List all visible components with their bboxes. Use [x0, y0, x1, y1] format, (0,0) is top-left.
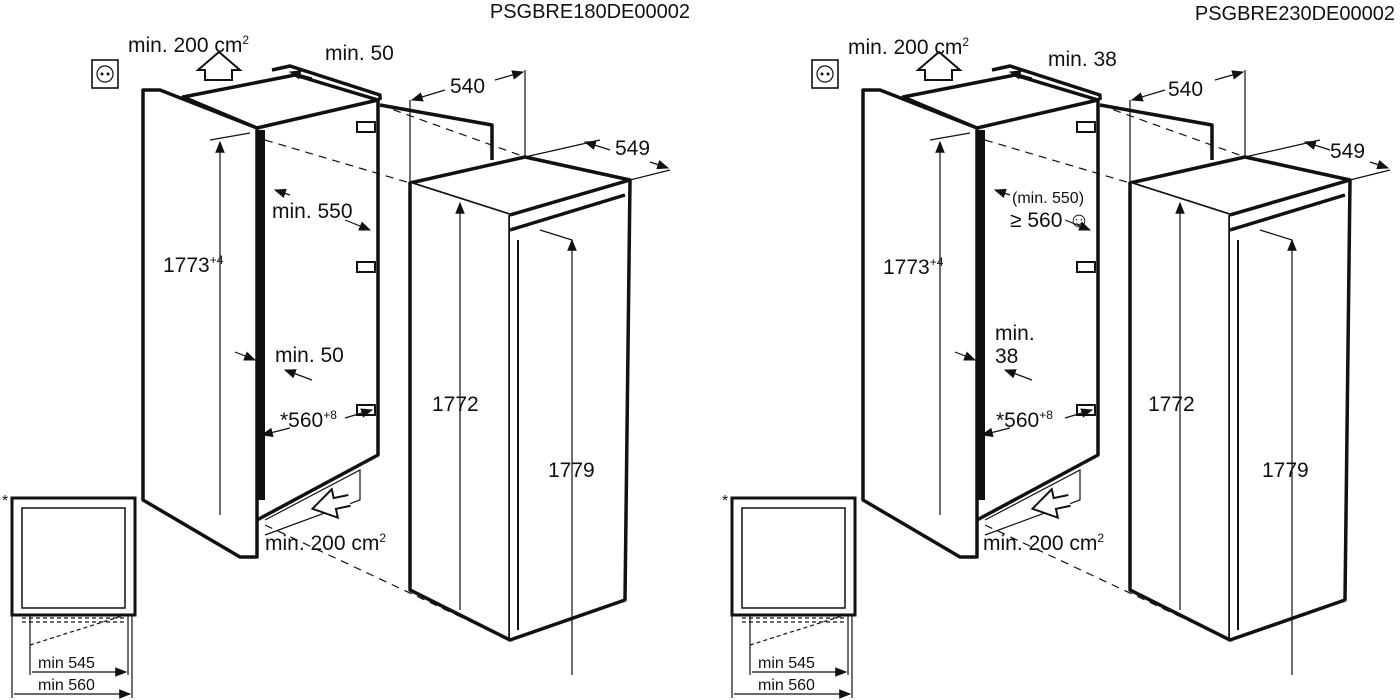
bottom-vent-label: min. 200 cm2 — [265, 531, 386, 555]
model-code: PSGBRE180DE00002 — [490, 1, 690, 23]
model-code: PSGBRE230DE00002 — [1195, 3, 1395, 25]
side-gap-label-line1: min. — [995, 322, 1035, 345]
top-vent-label: min. 200 cm2 — [128, 33, 249, 57]
appliance-height-label: 1772 — [432, 393, 479, 416]
bottom-vent-label: min. 200 cm2 — [983, 531, 1104, 555]
niche-height-label: 1773+4 — [163, 253, 224, 277]
cross-min-560-label: min 560 — [758, 677, 815, 694]
cross-min-545-label: min 545 — [758, 655, 815, 672]
niche-width-label: *560+8 — [996, 408, 1053, 432]
niche-width-label: *560+8 — [280, 408, 337, 432]
niche-depth-label: min. 550 — [272, 200, 353, 223]
cross-min-560-label: min 560 — [38, 677, 95, 694]
panel-psgbre230: PSGBRE230DE00002 min. 200 cm2 min. 38 54… — [722, 3, 1395, 698]
top-gap-label: min. 38 — [1048, 48, 1117, 71]
side-gap-label-line2: 38 — [995, 345, 1018, 368]
niche-depth-min-label: (min. 550) — [1012, 190, 1084, 207]
niche-height-label: 1773+4 — [883, 255, 944, 279]
cross-min-545-label: min 545 — [38, 655, 95, 672]
cross-section-asterisk: * — [2, 493, 8, 510]
side-gap-label: min. 50 — [275, 344, 344, 367]
depth-540-label: 540 — [1168, 78, 1203, 101]
depth-549-label: 549 — [615, 137, 650, 160]
fridge-niche-drawing — [12, 52, 670, 698]
cross-section-asterisk: * — [722, 493, 728, 510]
depth-540-label: 540 — [450, 75, 485, 98]
top-vent-label: min. 200 cm2 — [848, 35, 969, 59]
niche-depth-label: ≥ 560 ☺ — [1010, 209, 1090, 232]
fridge-niche-drawing — [732, 52, 1390, 698]
depth-549-label: 549 — [1330, 140, 1365, 163]
door-height-label: 1779 — [1262, 459, 1309, 482]
appliance-height-label: 1772 — [1148, 393, 1195, 416]
door-height-label: 1779 — [548, 459, 595, 482]
top-gap-label: min. 50 — [325, 42, 394, 65]
panel-psgbre180: PSGBRE180DE00002 min. 200 cm2 min. 50 54… — [2, 1, 690, 698]
